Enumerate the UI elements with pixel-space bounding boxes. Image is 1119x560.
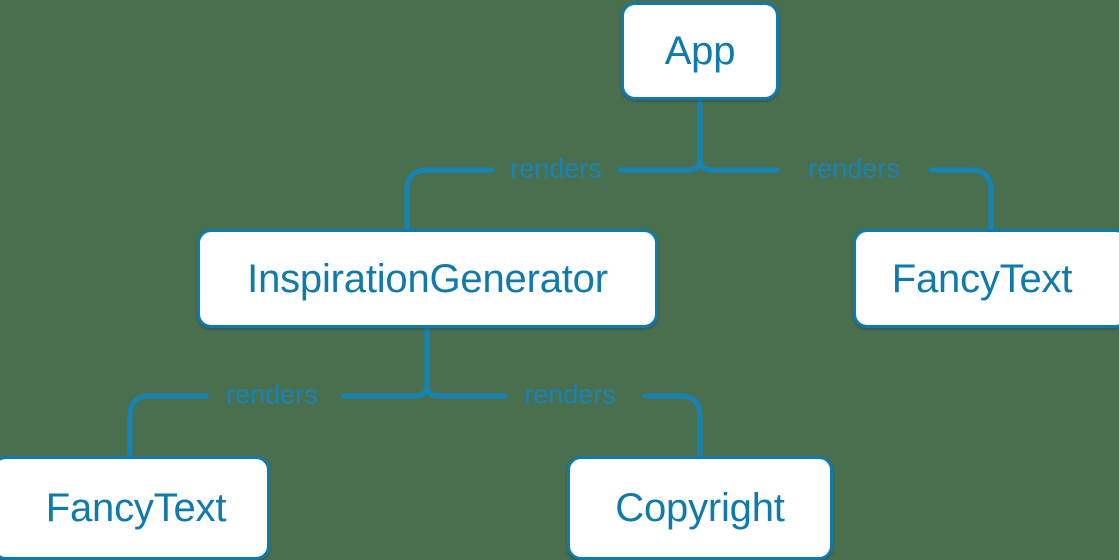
edge-label-app-to-inspiration-generator: renders: [510, 153, 602, 184]
node-label-app: App: [664, 29, 736, 73]
node-fancytext-bottom[interactable]: FancyText: [0, 456, 270, 560]
node-label-inspiration-generator: InspirationGenerator: [247, 256, 608, 301]
node-label-copyright: Copyright: [615, 486, 785, 530]
node-app[interactable]: App: [621, 2, 779, 100]
edge-inspiration-generator-to-copyright: [424, 382, 703, 459]
node-copyright[interactable]: Copyright: [567, 456, 833, 560]
node-label-fancytext-right: FancyText: [891, 256, 1073, 301]
edge-app-to-fancytext-right: [697, 156, 994, 232]
node-label-fancytext-bottom: FancyText: [45, 486, 227, 530]
edge-label-inspiration-generator-to-fancytext-bottom: renders: [226, 379, 318, 410]
node-fancytext-right[interactable]: FancyText: [853, 229, 1119, 328]
edge-label-inspiration-generator-to-copyright: renders: [524, 379, 616, 410]
edge-label-app-to-fancytext-right: renders: [808, 153, 900, 184]
node-inspiration-generator[interactable]: InspirationGenerator: [197, 229, 658, 328]
